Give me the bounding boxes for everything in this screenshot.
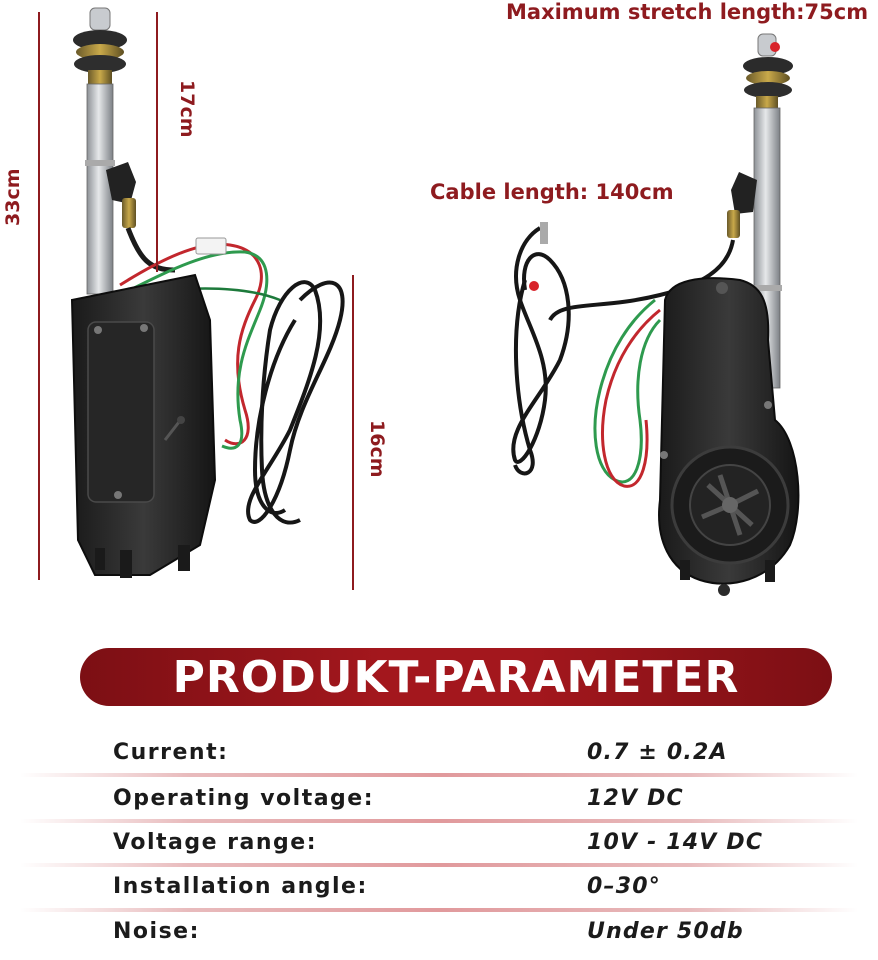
parameter-name: Operating voltage: [113,786,375,811]
parameter-value: 0–30° [587,874,661,899]
dimension-label-33cm: 33cm [2,168,24,226]
max-stretch-label: Maximum stretch length:75cm [506,0,869,24]
parameter-value: Under 50db [587,919,744,944]
product-photo [70,7,800,596]
dimension-line-16cm [352,275,354,590]
table-row: Installation angle: 0–30° [0,866,878,910]
dimension-line-17cm [156,12,158,272]
row-divider [20,773,858,777]
parameter-value: 10V - 14V DC [587,830,764,855]
parameter-name: Noise: [113,919,200,944]
table-row: Noise: Under 50db [0,911,878,955]
parameter-name: Voltage range: [113,830,317,855]
parameter-banner: PRODUKT-PARAMETER [80,648,832,706]
left-antenna-unit [70,7,345,578]
dimension-label-17cm: 17cm [176,80,198,138]
row-divider [20,863,858,867]
row-divider [20,819,858,823]
dimension-label-16cm: 16cm [366,420,388,478]
parameter-value: 0.7 ± 0.2A [587,740,728,765]
parameter-name: Current: [113,740,229,765]
table-row: Current: 0.7 ± 0.2A [0,732,878,776]
dimension-line-33cm [38,12,40,580]
row-divider [20,908,858,912]
banner-title: PRODUKT-PARAMETER [172,651,740,703]
table-row: Operating voltage: 12V DC [0,778,878,822]
table-row: Voltage range: 10V - 14V DC [0,822,878,866]
parameter-name: Installation angle: [113,874,368,899]
cable-length-label: Cable length: 140cm [430,180,674,204]
right-antenna-unit [511,33,800,596]
parameter-value: 12V DC [587,786,684,811]
